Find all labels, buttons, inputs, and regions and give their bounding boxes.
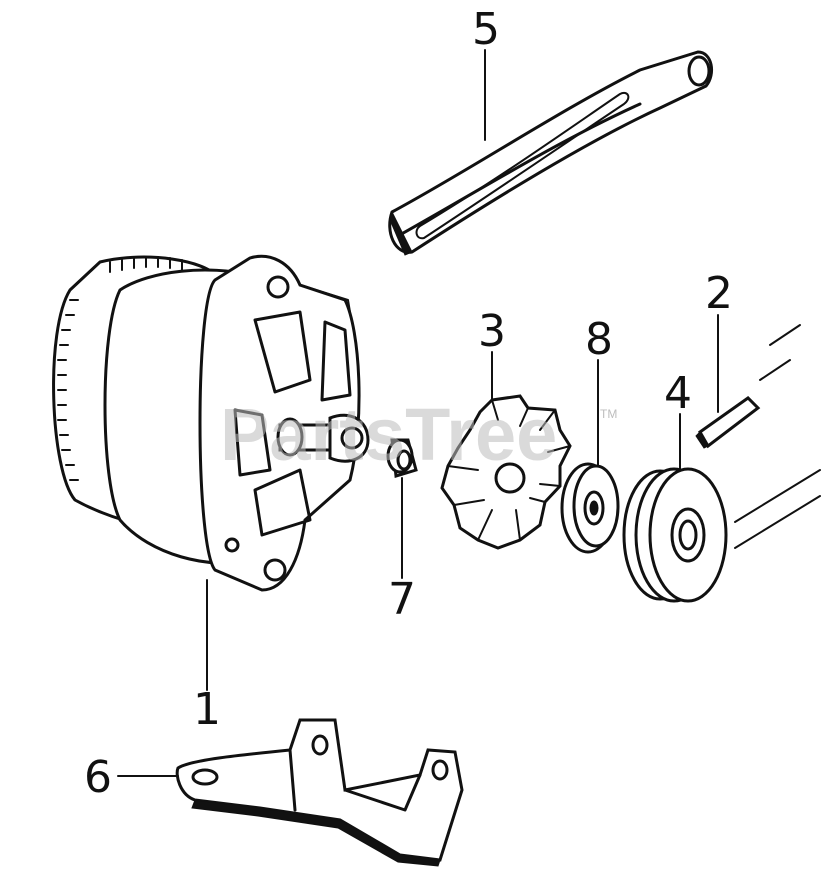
callout-4: 4 [664,368,692,419]
callout-6: 6 [84,752,112,803]
callout-2: 2 [705,268,733,319]
watermark-text: PartsTree [220,393,557,476]
callout-5: 5 [472,4,500,55]
callout-1: 1 [193,684,221,735]
part-6-mounting-bracket [175,718,464,867]
part-5-adjusting-bracket [388,50,714,256]
part-1-alternator [52,254,370,592]
part-7-spacer [386,438,418,478]
callout-8: 8 [585,314,613,365]
callout-3: 3 [478,306,506,357]
watermark-trademark: TM [600,407,617,421]
part-3-fan [440,394,572,550]
callout-7: 7 [388,574,416,625]
part-8-washer [560,462,620,554]
part-2-key [695,324,801,449]
leader-lines [117,49,719,777]
part-4-pulley [622,467,821,603]
